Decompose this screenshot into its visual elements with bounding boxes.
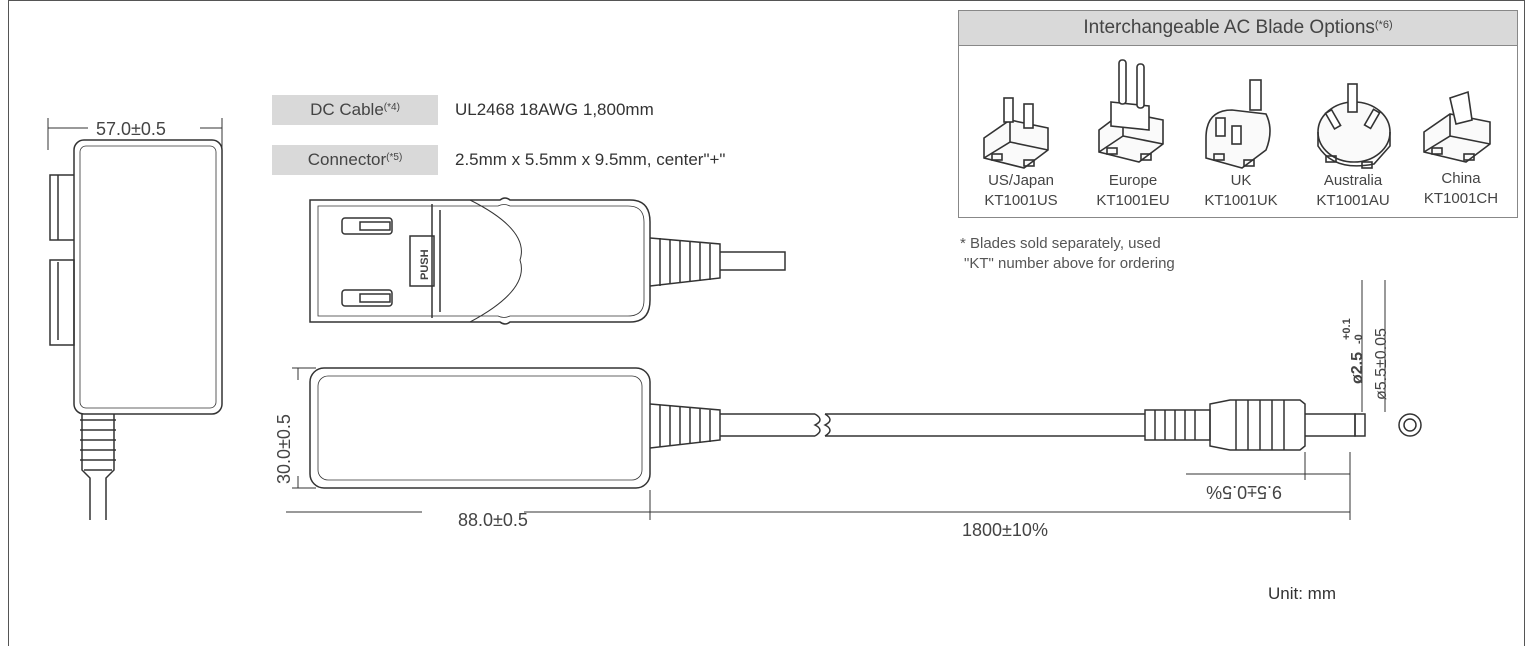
blade-china: China KT1001CH: [1411, 169, 1511, 209]
blade-europe: Europe KT1001EU: [1083, 171, 1183, 211]
blade-us-region: US/Japan: [988, 172, 1054, 189]
blade-us-part: KT1001US: [984, 192, 1058, 209]
dc-cable-label-text: DC Cable: [310, 100, 384, 119]
connector-value: 2.5mm x 5.5mm x 9.5mm, center"+": [455, 150, 726, 169]
blade-us: US/Japan KT1001US: [971, 171, 1071, 211]
dc-cable-label: DC Cable(*4): [272, 95, 438, 125]
drawing-frame: [8, 0, 1525, 646]
australia-blade-icon: [1317, 83, 1391, 169]
blade-uk-region: UK: [1230, 172, 1252, 189]
connector-ref: (*5): [386, 152, 403, 163]
dc-cable-value: UL2468 18AWG 1,800mm: [455, 100, 654, 119]
blade-options-ref: (*6): [1374, 19, 1393, 31]
blade-options-title-text: Interchangeable AC Blade Options: [1083, 17, 1375, 38]
unit-label: Unit: mm: [1268, 584, 1336, 603]
china-blade-icon: [1423, 90, 1491, 163]
blade-note-line1: * Blades sold separately, used: [960, 235, 1161, 252]
blade-australia-region: Australia: [1323, 172, 1383, 189]
blade-china-part: KT1001CH: [1423, 190, 1499, 207]
blade-australia-part: KT1001AU: [1316, 192, 1390, 209]
connector-label-text: Connector: [307, 150, 387, 169]
blade-icons: [983, 59, 1491, 169]
blade-australia: Australia KT1001AU: [1303, 171, 1403, 211]
connector-label: Connector(*5): [272, 145, 438, 175]
blade-uk: UK KT1001UK: [1191, 171, 1291, 211]
uk-blade-icon: [1205, 79, 1271, 169]
blade-uk-part: KT1001UK: [1204, 192, 1278, 209]
blade-options-panel: Interchangeable AC Blade Options(*6): [958, 10, 1518, 218]
europe-blade-icon: [1098, 59, 1164, 163]
blade-options-title: Interchangeable AC Blade Options(*6): [959, 11, 1517, 46]
blade-europe-part: KT1001EU: [1096, 192, 1170, 209]
blade-china-region: China: [1441, 170, 1481, 187]
us-blade-icon: [983, 97, 1049, 169]
blade-europe-region: Europe: [1108, 172, 1158, 189]
blade-note: * Blades sold separately, used "KT" numb…: [960, 234, 1175, 274]
blade-note-line2: "KT" number above for ordering: [964, 255, 1175, 272]
dc-cable-ref: (*4): [383, 102, 400, 113]
